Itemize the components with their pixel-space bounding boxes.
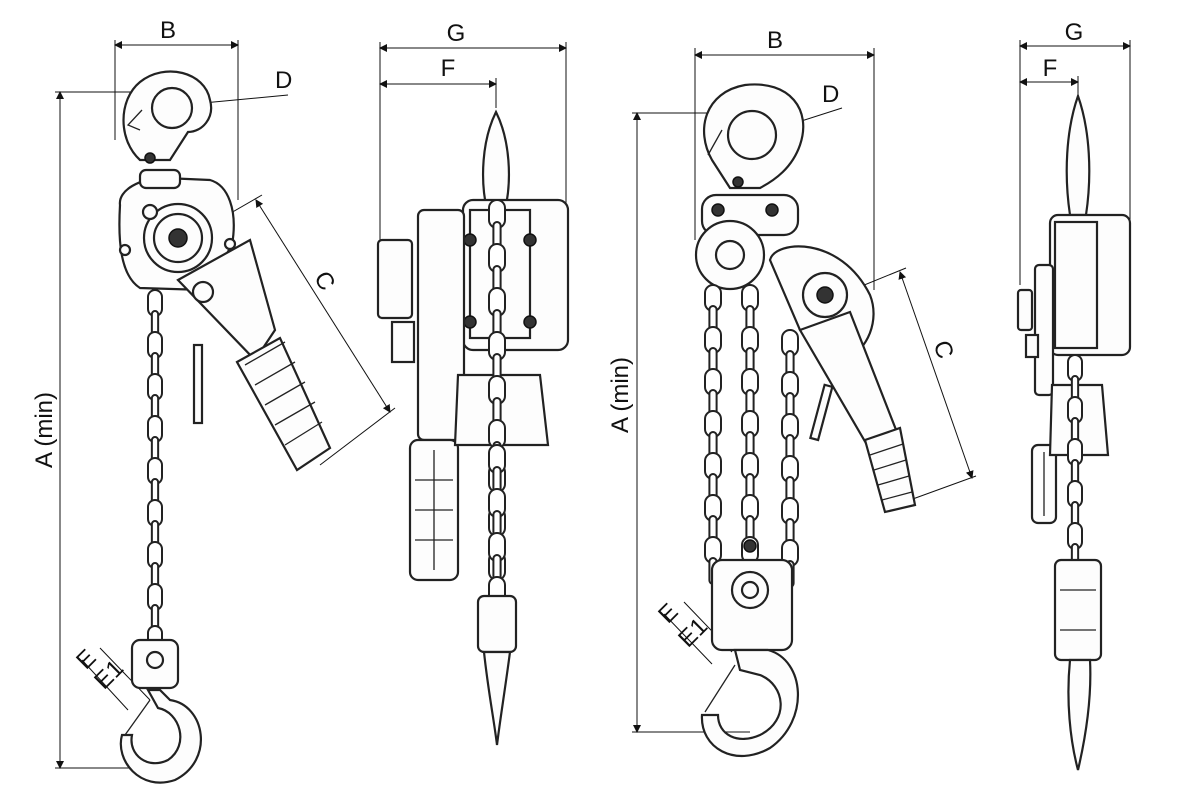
dim-f-4: F <box>1019 55 1079 96</box>
label-g: G <box>447 20 466 47</box>
view-4-side: G F <box>1016 19 1132 771</box>
dim-b-1: B <box>114 17 239 200</box>
load-chain-3 <box>704 284 799 588</box>
hoist-body-1 <box>118 168 237 292</box>
top-hook-3 <box>703 83 805 190</box>
view-3-front: B A (min) D C E E1 <box>607 27 977 758</box>
top-hook-2 <box>481 109 511 212</box>
dim-f-2: F <box>379 55 497 108</box>
label-a: A (min) <box>31 392 58 468</box>
label-e: E <box>653 598 683 628</box>
label-f: F <box>441 55 456 82</box>
lever-handle-1 <box>176 238 332 472</box>
load-chain-2 <box>488 199 506 628</box>
dim-g-4: G <box>1019 19 1131 285</box>
lever-handle-4 <box>1030 443 1058 525</box>
label-g: G <box>1065 19 1084 46</box>
lever-handle-2 <box>408 438 460 582</box>
label-b: B <box>160 17 176 44</box>
load-chain-4 <box>1067 354 1083 571</box>
label-d: D <box>822 81 839 108</box>
dim-b-3: B <box>694 27 875 290</box>
bottom-hook-2 <box>476 594 518 746</box>
label-a: A (min) <box>607 357 634 433</box>
dim-a-1: A (min) <box>31 91 160 769</box>
housing-4 <box>1016 213 1132 397</box>
housing-2 <box>376 198 570 442</box>
load-chain-1 <box>147 289 163 653</box>
bottom-hook-3 <box>700 539 800 758</box>
top-hook-4 <box>1065 92 1091 217</box>
bottom-hook-1 <box>119 638 202 784</box>
label-d: D <box>275 67 292 94</box>
label-f: F <box>1043 55 1058 82</box>
top-hook-1 <box>122 70 213 164</box>
dim-g-2: G <box>379 20 567 250</box>
view-2-side: G F <box>376 20 570 746</box>
label-c: C <box>928 337 959 362</box>
lever-handle-3 <box>798 310 917 514</box>
bottom-block-4 <box>1053 558 1103 771</box>
label-b: B <box>767 27 783 54</box>
view-1-front: B A (min) D C E E1 <box>31 17 396 784</box>
